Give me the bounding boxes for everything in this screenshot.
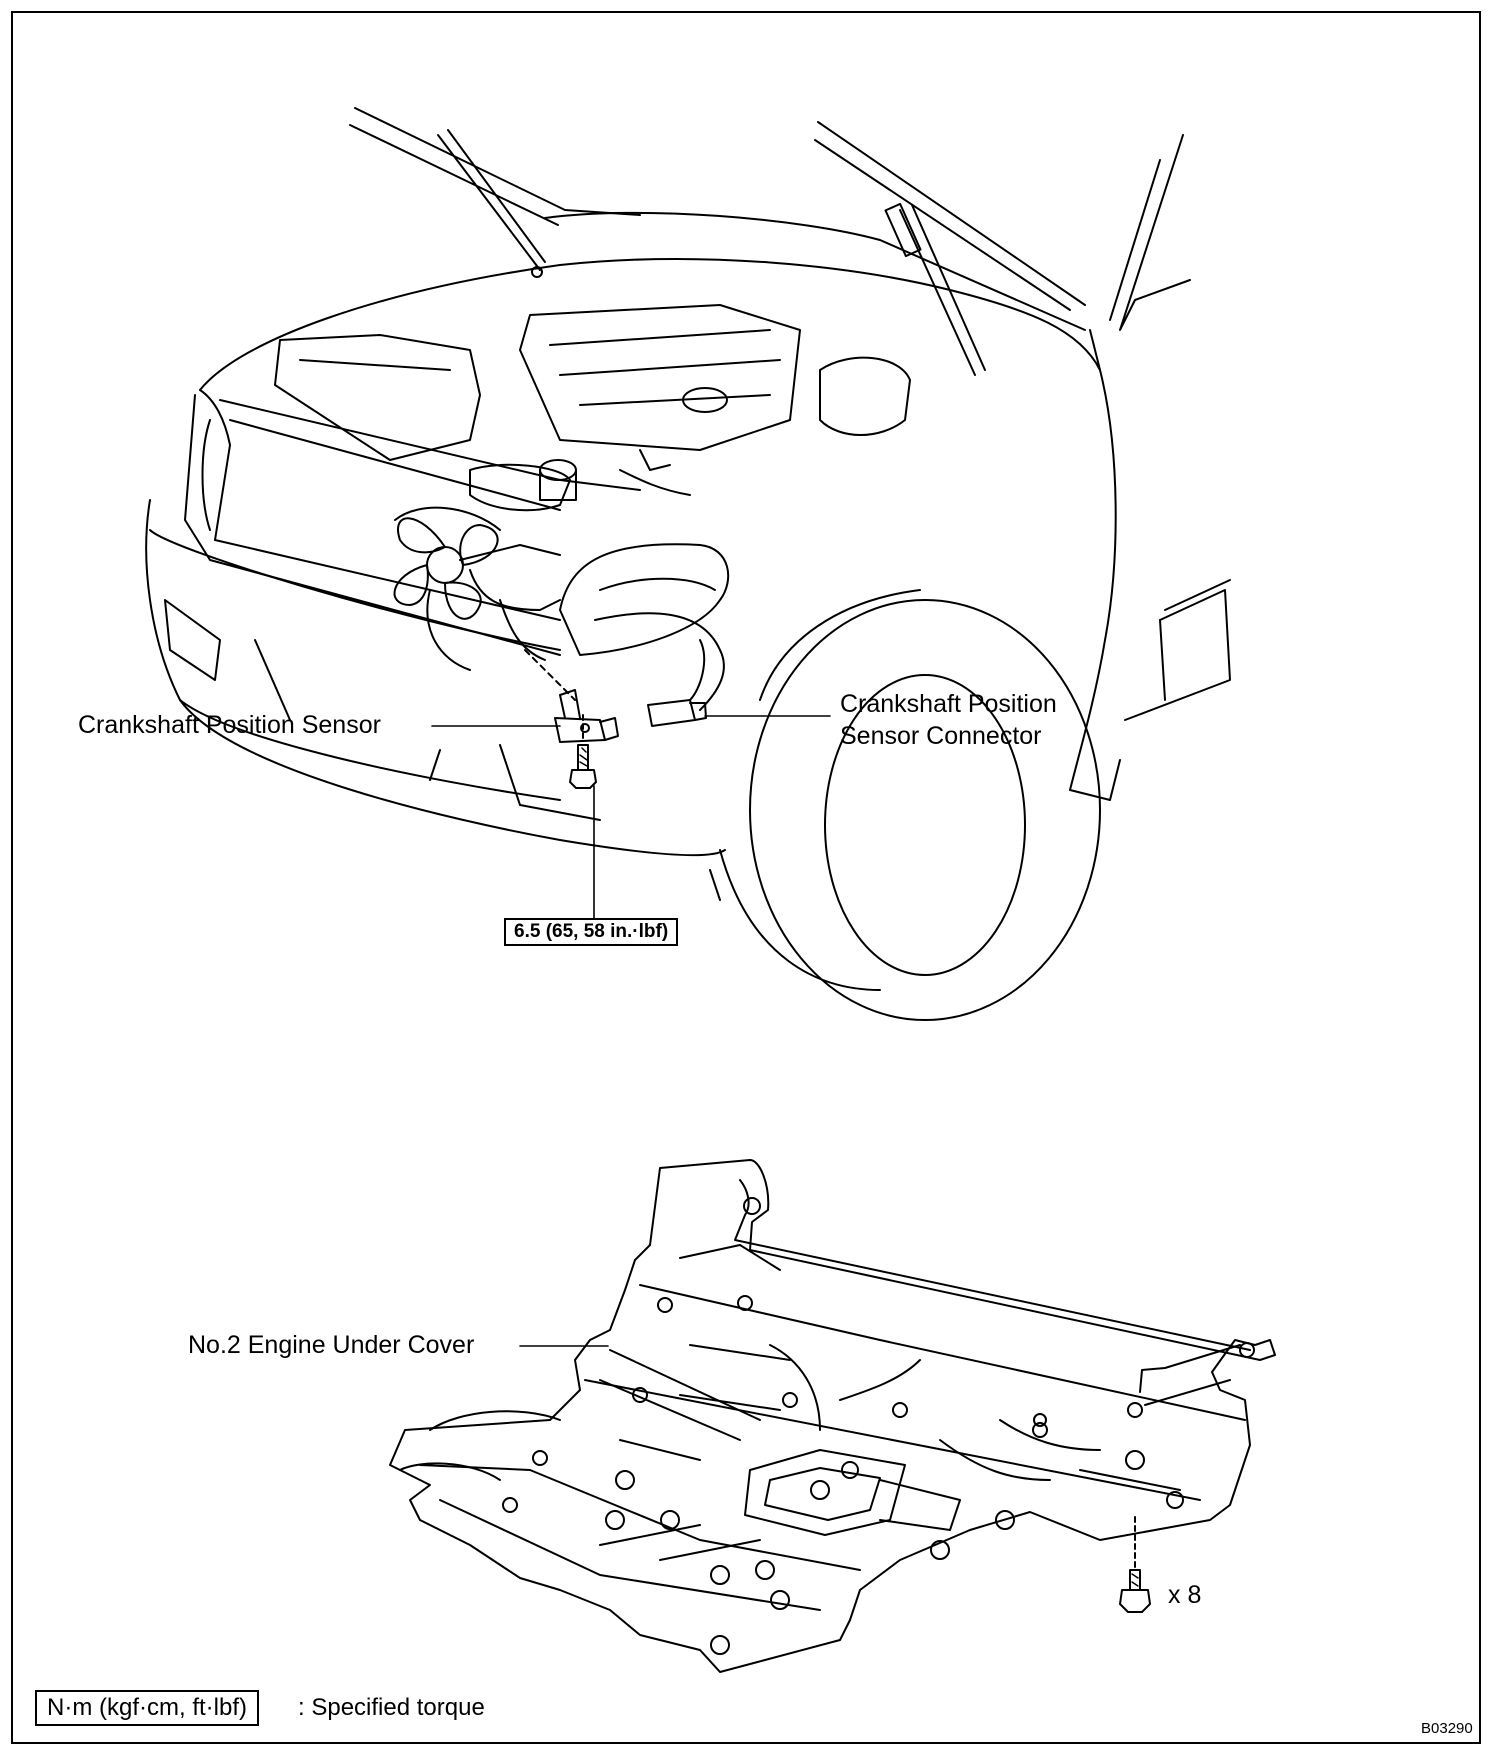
crankshaft-connector-label-line1: Crankshaft Position [840, 690, 1057, 718]
torque-spec-box: 6.5 (65, 58 in.·lbf) [504, 918, 679, 946]
upper-leader-lines [431, 715, 831, 919]
legend-torque-text: : Specified torque [298, 1694, 485, 1721]
legend-torque-unit-box: N·m (kgf·cm, ft·lbf) [35, 1690, 259, 1726]
bolt-count-label: x 8 [1168, 1581, 1202, 1609]
under-cover-illustration [389, 1159, 1276, 1673]
crankshaft-connector-label-line2: Sensor Connector [840, 722, 1042, 750]
vehicle-front-illustration [145, 107, 1231, 1021]
figure-code: B03290 [1421, 1720, 1473, 1737]
figure-frame [11, 11, 1481, 1744]
crankshaft-sensor-label: Crankshaft Position Sensor [78, 711, 381, 739]
under-cover-label: No.2 Engine Under Cover [188, 1331, 475, 1359]
